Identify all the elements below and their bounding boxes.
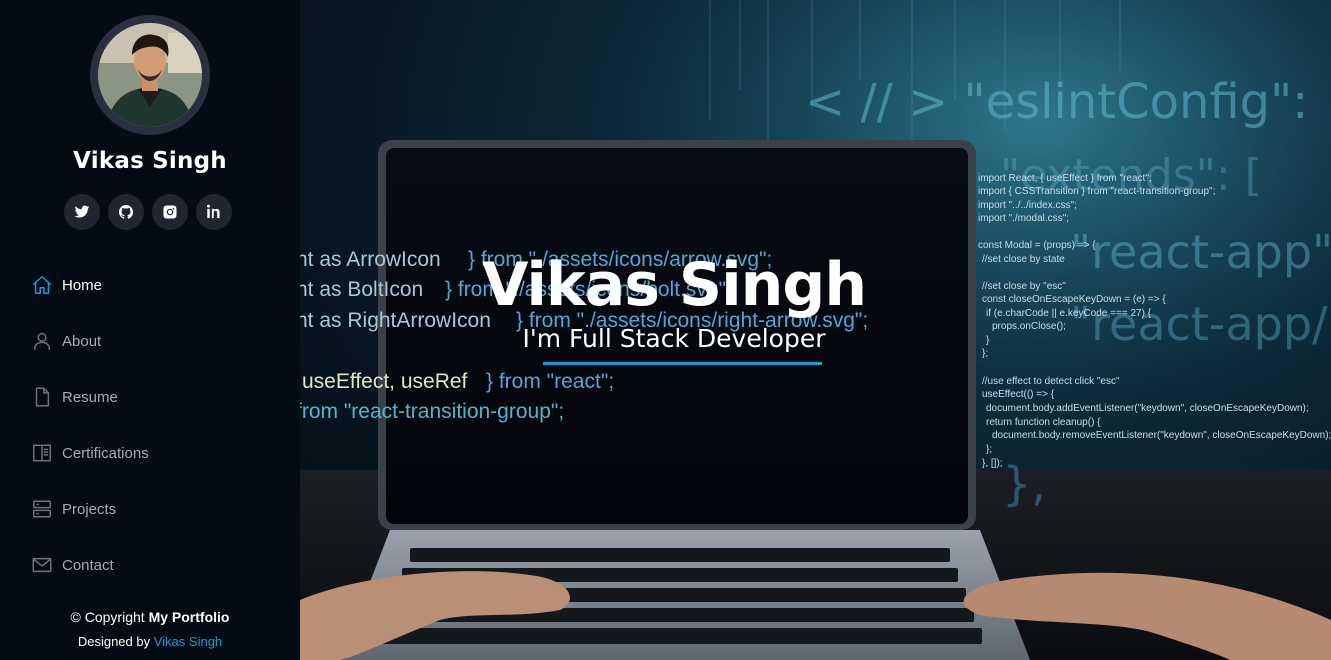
profile-photo — [98, 23, 202, 127]
svg-text:} from "./assets/icons/arrow.s: } from "./assets/icons/arrow.svg"; — [468, 248, 772, 271]
svg-text:};: }; — [982, 348, 988, 359]
svg-text:}, []);: }, []); — [982, 458, 1003, 469]
envelope-icon — [31, 554, 53, 576]
subtitle-underline — [543, 362, 822, 365]
copyright-brand: My Portfolio — [148, 609, 230, 625]
user-icon — [31, 330, 53, 352]
certificate-icon — [31, 442, 53, 464]
file-icon — [31, 386, 53, 408]
instagram-icon — [163, 205, 177, 219]
svg-text:< // > "eslintConfig":: < // > "eslintConfig": — [805, 74, 1308, 130]
designed-prefix: Designed by — [77, 634, 154, 649]
designed-by: Designed by Vikas Singh — [0, 634, 300, 649]
svg-text:import { CSSTransition } from: import { CSSTransition } from "react-tra… — [978, 186, 1215, 197]
svg-text:} from "./assets/icons/bolt.sv: } from "./assets/icons/bolt.svg"; — [445, 278, 732, 301]
linkedin-link[interactable] — [196, 194, 232, 230]
sidebar-item-label: Resume — [62, 388, 118, 406]
svg-text:"extends": [: "extends": [ — [1000, 150, 1262, 201]
sidebar-item-certifications[interactable]: Certifications — [31, 439, 149, 467]
svg-text:import "../../index.css";: import "../../index.css"; — [978, 200, 1077, 211]
sidebar-item-resume[interactable]: Resume — [31, 383, 118, 411]
svg-text:return function cleanup() {: return function cleanup() { — [986, 417, 1101, 428]
sidebar-item-label: Certifications — [62, 444, 149, 462]
social-links — [64, 194, 236, 231]
svg-text:if (e.charCode || e.keyCode ==: if (e.charCode || e.keyCode === 27) { — [986, 308, 1152, 319]
svg-text:"react-app": "react-app" — [1070, 225, 1331, 279]
hero-background-image: < // > "eslintConfig": "extends": [ "rea… — [300, 0, 1331, 660]
svg-text:document.body.addEventListener: document.body.addEventListener("keydown"… — [986, 403, 1309, 414]
svg-text:} from "react";: } from "react"; — [486, 370, 614, 393]
sidebar-item-contact[interactable]: Contact — [31, 551, 114, 579]
svg-text:import React, { useEffect } fr: import React, { useEffect } from "react"… — [978, 173, 1152, 184]
svg-text:nt as RightArrowIcon: nt as RightArrowIcon — [300, 309, 491, 332]
svg-text:nt as ArrowIcon: nt as ArrowIcon — [300, 248, 441, 271]
svg-text:useEffect, useRef: useEffect, useRef — [302, 370, 468, 393]
hero-section: < // > "eslintConfig": "extends": [ "rea… — [300, 0, 1331, 660]
sidebar-item-label: Projects — [62, 500, 117, 518]
hero-subtitle: I'm Full Stack Developer — [522, 324, 826, 353]
sidebar: Vikas Singh Home About — [0, 0, 300, 660]
svg-text://use effect to detect click ": //use effect to detect click "esc" — [982, 376, 1120, 387]
github-link[interactable] — [108, 194, 144, 230]
home-icon — [31, 274, 53, 296]
svg-text://set close by "esc": //set close by "esc" — [982, 281, 1066, 292]
server-icon — [31, 498, 53, 520]
svg-text:from "react-transition-group";: from "react-transition-group"; — [300, 400, 564, 423]
hero-title: Vikas Singh — [481, 250, 867, 320]
designer-link[interactable]: Vikas Singh — [153, 634, 223, 649]
svg-text:const closeOnEscapeKeyDown = (: const closeOnEscapeKeyDown = (e) => { — [982, 294, 1166, 305]
twitter-icon — [74, 205, 90, 218]
twitter-link[interactable] — [64, 194, 100, 230]
copyright: © Copyright My Portfolio — [0, 609, 300, 625]
instagram-link[interactable] — [152, 194, 188, 230]
svg-text:useEffect(() => {: useEffect(() => { — [982, 389, 1055, 400]
sidebar-item-about[interactable]: About — [31, 327, 101, 355]
sidebar-item-label: Home — [62, 276, 103, 294]
sidebar-item-label: Contact — [62, 556, 114, 574]
sidebar-item-label: About — [62, 332, 102, 350]
svg-text:document.body.removeEventListe: document.body.removeEventListener("keydo… — [992, 430, 1331, 441]
profile-name: Vikas Singh — [73, 148, 227, 174]
svg-text:props.onClose();: props.onClose(); — [992, 321, 1066, 332]
svg-text:nt as BoltIcon: nt as BoltIcon — [300, 278, 423, 301]
linkedin-icon — [207, 204, 220, 219]
svg-text:const Modal = (props) => {: const Modal = (props) => { — [978, 240, 1096, 251]
svg-text:} from "./assets/icons/right-a: } from "./assets/icons/right-arrow.svg"; — [516, 309, 868, 332]
sidebar-item-home[interactable]: Home — [31, 271, 102, 299]
svg-text:import "./modal.css";: import "./modal.css"; — [978, 213, 1069, 224]
svg-text:};: }; — [986, 444, 992, 455]
avatar — [90, 15, 210, 135]
github-icon — [119, 205, 134, 219]
svg-text:}: } — [986, 335, 990, 346]
sidebar-item-projects[interactable]: Projects — [31, 495, 116, 523]
copyright-prefix: © Copyright — [70, 609, 149, 625]
svg-text://set close by state: //set close by state — [982, 254, 1065, 265]
svg-text:},: }, — [1002, 457, 1046, 511]
svg-text:"react-app/: "react-app/ — [1070, 297, 1328, 351]
